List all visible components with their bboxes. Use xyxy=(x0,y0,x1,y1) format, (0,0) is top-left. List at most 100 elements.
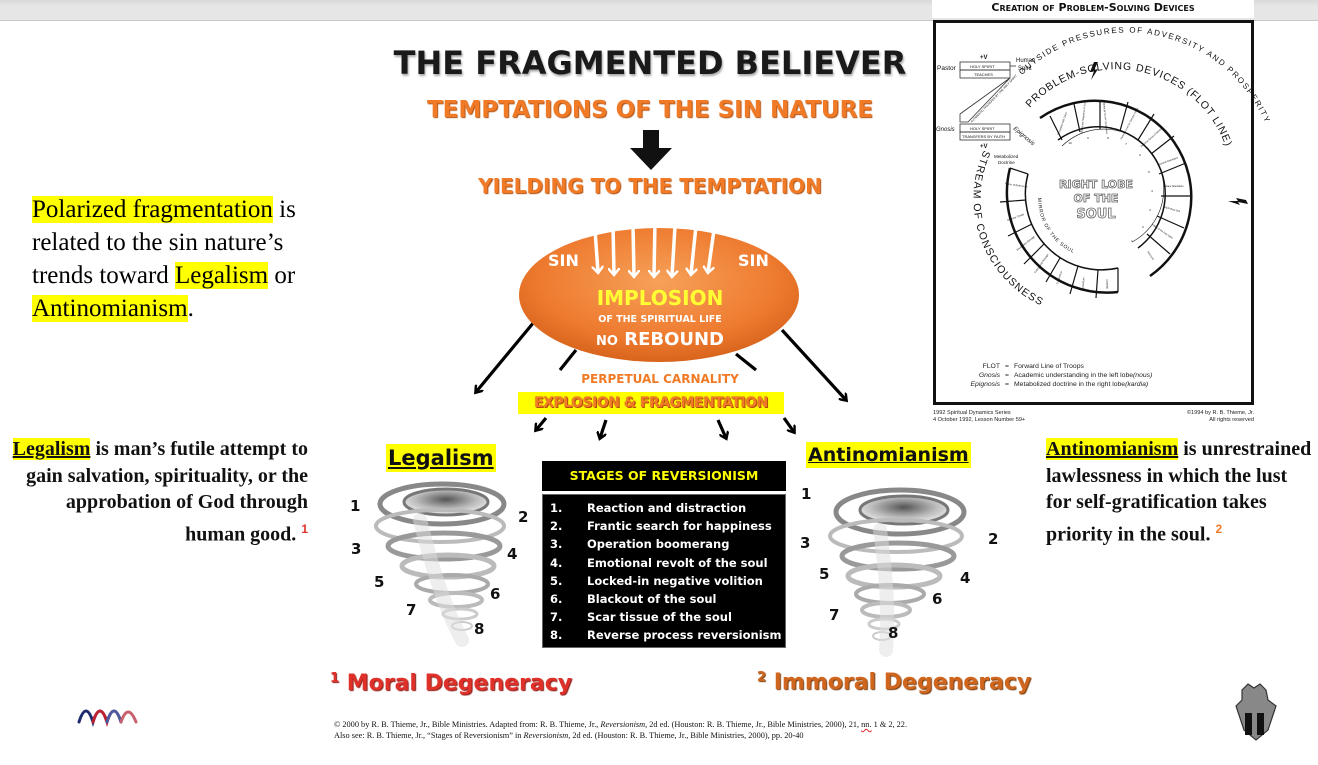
stage-item: 3.Operation boomerang xyxy=(543,535,785,553)
plus-v-top: +V xyxy=(980,55,988,61)
implosion-label: IMPLOSION xyxy=(596,286,724,310)
stage-text: Reverse process reversionism xyxy=(587,628,782,643)
arrow-far-right xyxy=(780,328,846,400)
series-line-1: 1992 Spiritual Dynamics Series xyxy=(933,410,1011,416)
stage-item: 6.Blackout of the soul xyxy=(543,590,785,608)
legend-eq: = xyxy=(1005,381,1009,388)
footer-text: , 2d ed. (Houston: R. B. Thieme, Jr., Bi… xyxy=(645,720,862,729)
explosion-arrows xyxy=(476,320,846,438)
stages-of-reversionism-box: STAGES OF REVERSIONISM 1.Reaction and di… xyxy=(542,461,786,648)
legalism-stage-number: 2 xyxy=(518,508,529,526)
arrow-far-left xyxy=(476,320,536,392)
legend-eq: = xyxy=(1005,372,1009,379)
lightning-bolt-icons xyxy=(1090,62,1248,205)
antinomianism-stage-number: 1 xyxy=(801,485,812,503)
arrow-mid-left-head xyxy=(600,419,608,438)
yielding-heading: YIELDING TO THE TEMPTATION xyxy=(478,174,822,198)
antinomianism-stage-number: 6 xyxy=(932,590,943,608)
stage-item: 2.Frantic search for happiness xyxy=(543,517,785,535)
legend-term: Gnosis xyxy=(978,372,1000,379)
legalism-stage-number: 6 xyxy=(490,585,501,603)
device-label: Doctrinal Orientation xyxy=(1157,156,1179,167)
stage-text: Scar tissue of the soul xyxy=(587,610,732,625)
footer-text: , 2d ed. (Houston: R. B. Thieme, Jr., Bi… xyxy=(568,731,804,740)
stage-text: Blackout of the soul xyxy=(587,591,717,606)
moral-footnote-number: 1 xyxy=(330,671,340,686)
intro-text-1: is related to the sin nature’s trends to… xyxy=(32,196,296,289)
antinomianism-stage-number: 2 xyxy=(988,530,999,548)
soul-rings xyxy=(1005,99,1193,294)
arrow-inner-right-stem xyxy=(735,352,757,372)
footer-book-title: Reversionism xyxy=(523,731,569,740)
footer-text: 1 & 2, 22. xyxy=(871,720,908,729)
rebound-label: REBOUND xyxy=(624,329,725,350)
antinomianism-term: Antinomianism xyxy=(1046,438,1179,460)
legalism-label: Legalism xyxy=(386,444,496,472)
down-arrow-icon xyxy=(630,130,672,170)
problem-solving-label: PROBLEM-SOLVING DEVICES (FLOT LINE) xyxy=(1023,60,1234,148)
human-spirit-1: Human xyxy=(1016,58,1035,64)
problem-solving-text: PROBLEM-SOLVING DEVICES (FLOT LINE) xyxy=(1023,60,1233,148)
antinomianism-stage-number: 7 xyxy=(829,606,840,624)
stage-number: 5. xyxy=(550,573,563,588)
legalism-stage-number: 5 xyxy=(374,573,385,591)
series-line-2: 4 October 1992, Lesson Number 59+ xyxy=(933,417,1026,423)
device-label: Impersonal Love for All Mankind xyxy=(1102,99,1108,134)
arrow-mid-right-head xyxy=(716,419,726,438)
stage-text: Emotional revolt of the soul xyxy=(587,555,768,570)
legend-row: Gnosis = Academic understanding in the lef… xyxy=(960,371,1152,380)
antinomianism-stage-number: 8 xyxy=(888,624,899,642)
crest-logo xyxy=(1235,683,1277,741)
device-label: Rebound xyxy=(1146,251,1154,261)
legend-def: Academic understanding in the left lobe xyxy=(1014,372,1134,379)
automatic-transfer-label: AUTOMATIC TRANSFER BY THE HOLY SPIRIT xyxy=(970,74,1018,124)
legalism-stage-number: 4 xyxy=(507,545,518,563)
stream-compartment-label: Frame of Reference xyxy=(1004,181,1028,188)
holy-spirit-teaches-1: HOLY SPIRIT xyxy=(970,64,995,69)
holy-spirit-transfers-1: HOLY SPIRIT xyxy=(970,126,995,131)
no-rebound-label: NO REBOUND xyxy=(560,329,760,353)
device-number: 9 xyxy=(1087,136,1089,140)
device-label: Faith-Rest Drill xyxy=(1164,206,1180,213)
arrow-inner-right-head xyxy=(782,417,794,432)
intro-highlight-legalism: Legalism xyxy=(175,262,269,289)
arrow-inner-left-head xyxy=(536,416,548,430)
device-number: 2 xyxy=(1142,225,1144,229)
footer-nn: nn. xyxy=(861,720,872,729)
slide-title: THE FRAGMENTED BELIEVER xyxy=(393,44,907,82)
gnosis-label: Gnosis xyxy=(936,127,955,133)
sin-label-right: SIN xyxy=(738,251,769,270)
stage-number: 7. xyxy=(550,610,563,625)
stage-text: Locked-in negative volition xyxy=(587,573,763,588)
footer-text: © 2000 by R. B. Thieme, Jr., Bible Minis… xyxy=(334,720,601,729)
stage-item: 5. Locked-in negative volition xyxy=(543,572,785,590)
stage-number: 8. xyxy=(550,628,563,643)
z-diagram xyxy=(959,61,1016,141)
device-number: 6 xyxy=(1139,153,1141,157)
stage-number: 4. xyxy=(550,555,563,570)
footnote-ref-2: 2 xyxy=(1215,521,1223,536)
stream-compartment-label: Momentum xyxy=(1081,277,1086,290)
stage-text: Frantic search for happiness xyxy=(587,519,772,534)
implosion-ellipse xyxy=(519,228,799,362)
legalism-definition-text: is man’s futile attempt to gain salvatio… xyxy=(26,438,308,546)
stages-list: 1.Reaction and distraction 2.Frantic sea… xyxy=(542,494,786,648)
perpetual-carnality-label: PERPETUAL CARNALITY xyxy=(581,372,739,386)
antinomianism-tornado-icon xyxy=(828,487,967,657)
stage-number: 1. xyxy=(550,501,563,515)
antinomianism-stage-number: 4 xyxy=(960,569,971,587)
intro-highlight-polarized: Polarized fragmentation xyxy=(32,196,273,223)
copyright-line-1: ©1994 by R. B. Thieme, Jr. xyxy=(1186,410,1254,416)
legalism-stage-number: 8 xyxy=(474,620,485,638)
device-number: 7 xyxy=(1125,142,1127,146)
legend-term: Epignosis xyxy=(970,381,1000,388)
device-number: 1 xyxy=(1131,239,1133,243)
metabolized-2: Doctrine xyxy=(998,160,1015,165)
device-label: Grace Orientation xyxy=(1165,185,1185,188)
pastor-label: Pastor xyxy=(937,65,957,72)
legend-term: FLOT xyxy=(982,363,1000,370)
legalism-stage-number: 3 xyxy=(351,540,362,558)
legend-eq: = xyxy=(1005,363,1009,370)
stream-compartment-label: Conscience xyxy=(1055,270,1063,285)
